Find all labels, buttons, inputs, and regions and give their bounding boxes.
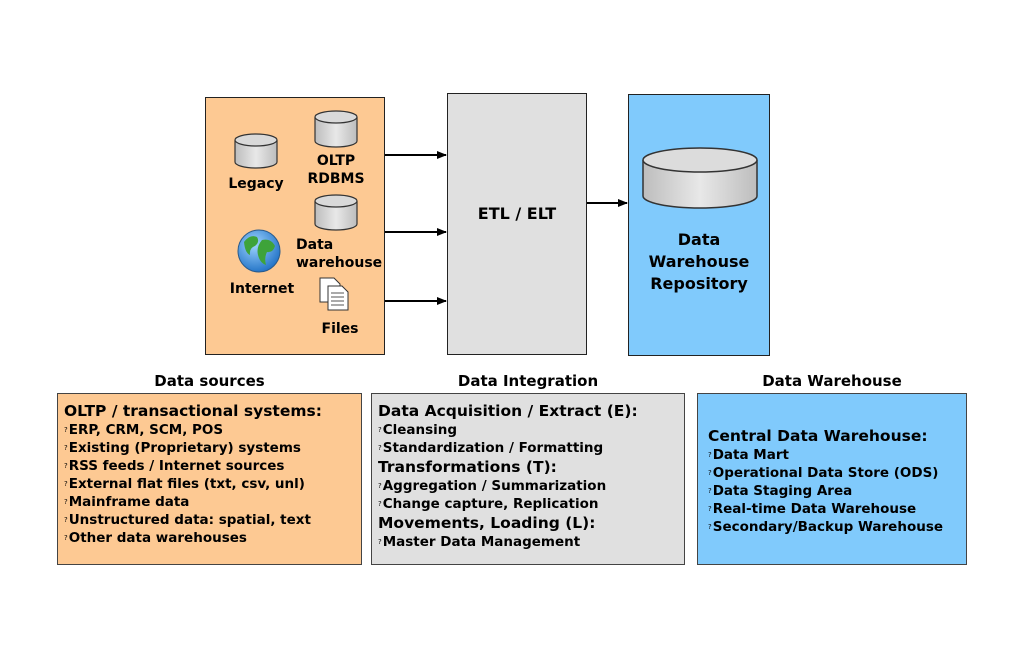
data-integration-heading: Data Integration [457, 372, 599, 390]
oltp-systems-title: OLTP / transactional systems: [64, 402, 322, 420]
list-item-text: Secondary/Backup Warehouse [712, 519, 944, 535]
data-sources-panel: OLTP / transactional systems: ?ERP, CRM,… [57, 393, 362, 565]
list-item-text: Data Mart [712, 447, 789, 463]
data-warehouse-panel: Central Data Warehouse: ?Data Mart?Opera… [697, 393, 967, 565]
list-item: ?Existing (Proprietary) systems [64, 439, 361, 457]
integration-group-title: Transformations (T): [378, 458, 557, 476]
bullet-icon: ? [708, 487, 712, 495]
list-item-text: Other data warehouses [68, 530, 247, 546]
list-item-text: Unstructured data: spatial, text [68, 512, 311, 528]
list-item: ?Data Mart [708, 446, 966, 464]
etl-label: ETL / ELT [477, 204, 557, 223]
oltp-label-line1: OLTP [316, 153, 356, 169]
bullet-icon: ? [378, 426, 382, 434]
list-item-text: Real-time Data Warehouse [712, 501, 917, 517]
warehouse-label-line2: Warehouse [648, 252, 750, 271]
files-icon [319, 277, 349, 311]
list-item-text: Operational Data Store (ODS) [712, 465, 939, 481]
bullet-icon: ? [64, 498, 68, 506]
list-item-text: Mainframe data [68, 494, 190, 510]
data-sources-heading: Data sources [154, 372, 265, 390]
data-integration-list: Data Acquisition / Extract (E):?Cleansin… [378, 401, 684, 551]
warehouse-box [628, 94, 770, 356]
list-item-text: RSS feeds / Internet sources [68, 458, 285, 474]
list-item-text: ERP, CRM, SCM, POS [68, 422, 224, 438]
integration-group-title: Movements, Loading (L): [378, 514, 596, 532]
warehouse-repository-icon [642, 147, 758, 209]
bullet-icon: ? [64, 462, 68, 470]
bullet-icon: ? [378, 444, 382, 452]
bullet-icon: ? [708, 451, 712, 459]
list-item: ?Data Staging Area [708, 482, 966, 500]
list-item-text: Aggregation / Summarization [382, 478, 607, 494]
data-warehouse-source-icon [314, 194, 358, 231]
bullet-icon: ? [378, 482, 382, 490]
list-item: ?Cleansing [378, 421, 684, 439]
warehouse-label-line3: Repository [650, 274, 748, 293]
bullet-icon: ? [708, 523, 712, 531]
bullet-icon: ? [64, 516, 68, 524]
list-item: ?Operational Data Store (ODS) [708, 464, 966, 482]
list-item: ?Mainframe data [64, 493, 361, 511]
list-item-text: Master Data Management [382, 534, 581, 550]
integration-group-title: Data Acquisition / Extract (E): [378, 402, 638, 420]
bullet-icon: ? [64, 426, 68, 434]
list-item: ?Real-time Data Warehouse [708, 500, 966, 518]
oltp-database-icon [314, 110, 358, 148]
bullet-icon: ? [64, 444, 68, 452]
files-label: Files [321, 321, 359, 337]
warehouse-repository-label: Data Warehouse Repository [628, 229, 770, 295]
oltp-label: OLTP RDBMS [300, 152, 372, 188]
list-item: ?ERP, CRM, SCM, POS [64, 421, 361, 439]
list-item-text: Existing (Proprietary) systems [68, 440, 301, 456]
data-warehouse-label-line2: warehouse [296, 255, 383, 271]
list-item-text: Change capture, Replication [382, 496, 599, 512]
data-warehouse-source-label: Data warehouse [296, 236, 383, 272]
list-item: ?Standardization / Formatting [378, 439, 684, 457]
list-item: ?Secondary/Backup Warehouse [708, 518, 966, 536]
data-sources-list: ?ERP, CRM, SCM, POS?Existing (Proprietar… [64, 421, 361, 547]
list-item-text: Cleansing [382, 422, 458, 438]
list-item: ?Unstructured data: spatial, text [64, 511, 361, 529]
bullet-icon: ? [708, 469, 712, 477]
data-warehouse-list: ?Data Mart?Operational Data Store (ODS)?… [708, 446, 966, 536]
list-item-text: Standardization / Formatting [382, 440, 604, 456]
legacy-database-icon [234, 133, 278, 169]
list-item: ?Master Data Management [378, 533, 684, 551]
list-item-text: Data Staging Area [712, 483, 853, 499]
list-item: ?Change capture, Replication [378, 495, 684, 513]
bullet-icon: ? [378, 500, 382, 508]
list-item: ?Aggregation / Summarization [378, 477, 684, 495]
globe-icon [237, 229, 281, 273]
data-warehouse-heading: Data Warehouse [762, 372, 902, 390]
list-item: ?External flat files (txt, csv, unl) [64, 475, 361, 493]
legacy-label: Legacy [228, 176, 284, 192]
list-item: ?Other data warehouses [64, 529, 361, 547]
central-data-warehouse-title: Central Data Warehouse: [708, 427, 928, 445]
etl-box [447, 93, 587, 355]
bullet-icon: ? [64, 480, 68, 488]
internet-label: Internet [229, 281, 295, 297]
oltp-label-line2: RDBMS [307, 171, 365, 187]
list-item-text: External flat files (txt, csv, unl) [68, 476, 305, 492]
warehouse-label-line1: Data [677, 230, 721, 249]
bullet-icon: ? [64, 534, 68, 542]
list-item: ?RSS feeds / Internet sources [64, 457, 361, 475]
data-integration-panel: Data Acquisition / Extract (E):?Cleansin… [371, 393, 685, 565]
data-warehouse-label-line1: Data [296, 237, 334, 253]
bullet-icon: ? [378, 538, 382, 546]
bullet-icon: ? [708, 505, 712, 513]
